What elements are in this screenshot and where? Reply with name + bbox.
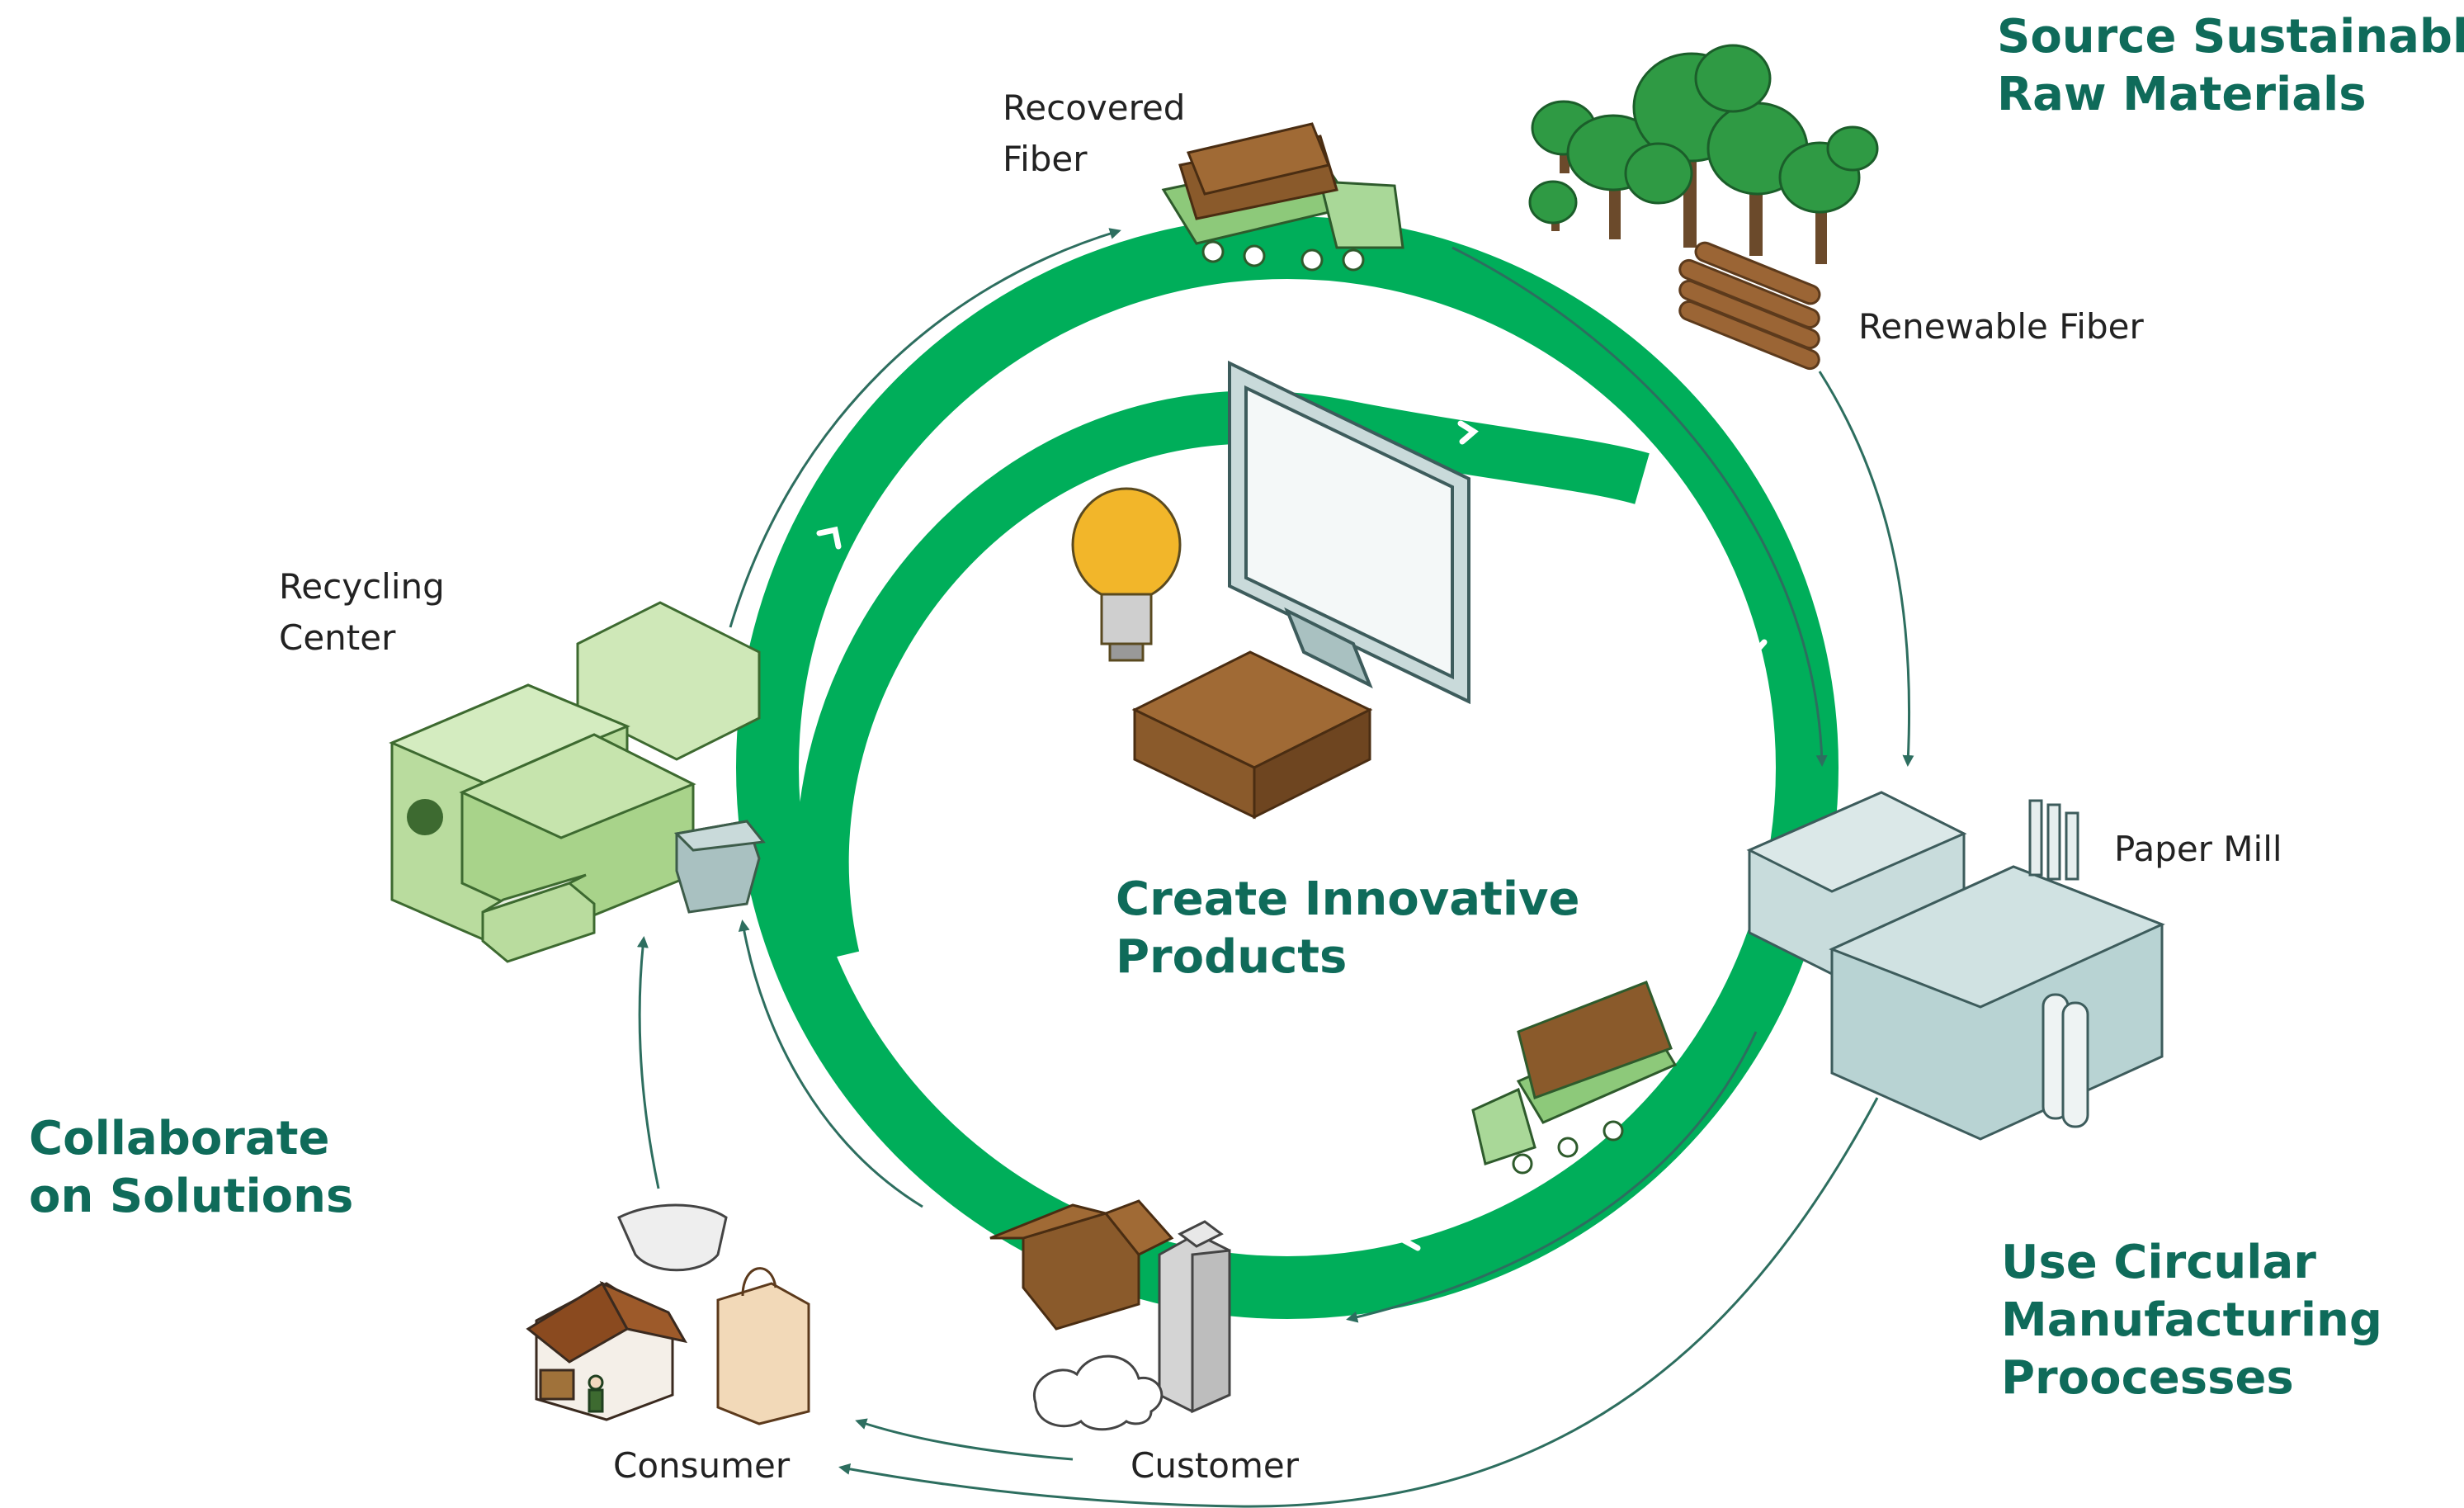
label-line: Customer <box>1131 1445 1300 1486</box>
arrow-customer-to-recycling <box>738 919 923 1208</box>
arrow-recycling-to-recovered <box>729 228 1121 628</box>
heading-create-innovative: Create Innovative Products <box>1116 871 1580 986</box>
house-icon <box>526 1280 687 1421</box>
ring-chevron <box>816 526 842 550</box>
heading-line: Products <box>1116 930 1348 984</box>
heading-line: Proocesses <box>2001 1351 2294 1405</box>
diaper-icon <box>617 1203 728 1272</box>
heading-line: Raw Materials <box>1997 68 2367 121</box>
arrow-mill-to-customer <box>1346 1031 1758 1323</box>
person-icon <box>588 1374 604 1413</box>
ring-chevron <box>947 620 970 641</box>
arrow-mill-to-consumer <box>838 1097 1879 1508</box>
arrow-recovered-to-mill <box>1451 246 1828 767</box>
label-recovered-fiber: Recovered Fiber <box>1003 83 1185 185</box>
heading-source-sustainable: Source Sustainable Raw Materials <box>1997 8 2464 124</box>
light-bulb-icon <box>1071 487 1182 662</box>
arrow-renewable-to-mill <box>1818 371 1914 767</box>
corrugated-board-stack-icon <box>1131 650 1373 820</box>
truck-recovered-fiber-icon <box>1161 122 1404 272</box>
label-customer: Customer <box>1131 1440 1299 1491</box>
label-line: Renewable Fiber <box>1858 306 2144 347</box>
label-line: Fiber <box>1003 139 1088 179</box>
paper-mill-building-icon <box>1746 791 2165 1141</box>
label-line: Center <box>279 617 396 658</box>
arrow-consumer-to-recycling <box>636 936 660 1189</box>
heading-line: Source Sustainable <box>1997 10 2464 64</box>
paper-bales-icon <box>481 873 596 963</box>
label-consumer: Consumer <box>613 1440 790 1491</box>
label-recycling-center: Recycling Center <box>279 561 445 664</box>
label-line: Recycling <box>279 566 445 607</box>
label-line: Paper Mill <box>2114 829 2282 869</box>
label-renewable-fiber: Renewable Fiber <box>1858 301 2144 352</box>
delivery-truck-icon <box>1471 981 1678 1175</box>
heading-line: Collaborate <box>29 1112 330 1165</box>
innovation-swoosh <box>795 390 1650 964</box>
cardboard-box-icon <box>989 1199 1174 1331</box>
arrow-customer-to-consumer <box>855 1418 1074 1461</box>
logs-icon <box>1678 241 1821 371</box>
heading-collaborate: Collaborate on Solutions <box>29 1110 353 1226</box>
office-building-icon <box>1158 1220 1231 1414</box>
ring-chevron <box>1736 639 1768 662</box>
label-line: Consumer <box>613 1445 791 1486</box>
label-paper-mill: Paper Mill <box>2114 824 2282 875</box>
heading-use-circular: Use Circular Manufacturing Proocesses <box>2001 1234 2382 1407</box>
ring-chevron <box>1397 1225 1421 1251</box>
heading-line: Manufacturing <box>2001 1293 2382 1347</box>
main-cycle-ring <box>736 216 1839 1319</box>
heading-line: Create Innovative <box>1116 872 1580 926</box>
trees-icon <box>1528 44 1879 264</box>
heading-line: on Solutions <box>29 1170 354 1223</box>
ring-chevron <box>1457 420 1479 445</box>
heading-line: Use Circular <box>2001 1236 2316 1289</box>
recycling-center-building-icon <box>389 601 761 943</box>
label-line: Recovered <box>1003 87 1186 128</box>
computer-monitor-icon <box>1228 360 1470 705</box>
paper-bag-icon <box>716 1267 810 1425</box>
cloud-icon <box>1032 1354 1164 1431</box>
recycling-dumpster-icon <box>673 820 766 914</box>
